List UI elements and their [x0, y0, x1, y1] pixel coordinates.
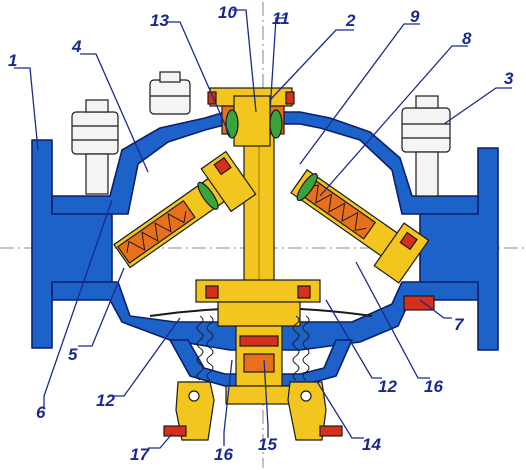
callout-5: 5 — [68, 345, 78, 364]
leader-5 — [78, 267, 125, 347]
callout-4: 4 — [71, 37, 82, 56]
right-bolt-assembly — [401, 95, 451, 197]
callout-17: 17 — [130, 445, 150, 464]
leader-3 — [443, 87, 512, 125]
bottom-feet — [163, 381, 343, 441]
leader-17 — [148, 433, 173, 449]
leader-9 — [299, 23, 420, 165]
callout-13: 13 — [150, 11, 169, 30]
leader-16a — [223, 359, 233, 446]
leader-1 — [14, 67, 39, 151]
callout-11: 11 — [272, 9, 290, 28]
leader-13 — [166, 21, 231, 137]
leader-lines — [14, 9, 512, 449]
left-bolt-assembly — [71, 99, 119, 195]
springs — [196, 315, 310, 381]
callout-3: 3 — [504, 69, 514, 88]
drain-plug — [403, 295, 435, 311]
callout-10: 10 — [218, 3, 237, 22]
callout-8: 8 — [462, 29, 472, 48]
callout-1: 1 — [8, 51, 17, 70]
leader-4 — [80, 53, 149, 173]
callout-14: 14 — [362, 435, 381, 454]
flange-bolts — [71, 71, 451, 197]
callout-9: 9 — [410, 7, 420, 26]
leader-14 — [315, 379, 364, 439]
callout-labels: 1 2 3 4 5 6 7 8 9 10 11 12 12 13 14 15 1… — [8, 3, 514, 464]
callout-7: 7 — [454, 315, 465, 334]
callout-12-right: 12 — [378, 377, 397, 396]
right-foot — [287, 381, 327, 441]
leader-16b — [355, 261, 430, 379]
leader-11 — [269, 17, 286, 113]
leader-12a — [110, 317, 181, 397]
left-pilot-cylinder — [113, 150, 257, 269]
diaphragm-assembly — [149, 279, 373, 405]
callout-12-left: 12 — [96, 391, 115, 410]
callout-6: 6 — [36, 403, 46, 422]
leader-2 — [269, 29, 354, 101]
top-bonnet — [207, 87, 295, 147]
callout-2: 2 — [345, 11, 356, 30]
leader-15 — [263, 359, 269, 438]
leader-10 — [232, 9, 257, 113]
left-top-bolt-assembly — [149, 71, 191, 115]
right-pilot-cylinder — [290, 169, 430, 284]
callout-15: 15 — [258, 435, 277, 454]
callout-16-right: 16 — [424, 377, 443, 396]
leader-7 — [419, 299, 452, 319]
leader-12b — [325, 299, 382, 379]
leader-8 — [319, 45, 468, 197]
bottom-cover — [169, 339, 353, 387]
callout-16-bottom: 16 — [214, 445, 233, 464]
leader-6 — [43, 199, 113, 408]
